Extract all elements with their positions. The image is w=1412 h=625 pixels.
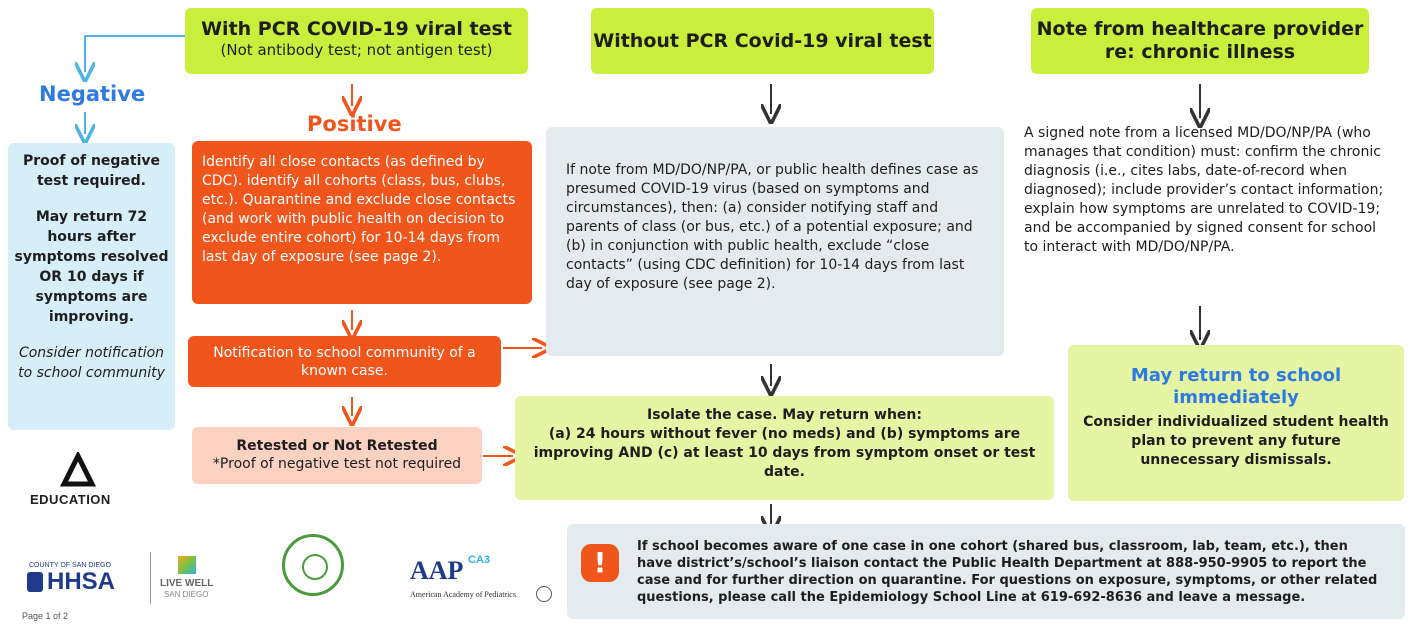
- return-text: Consider individualized student health p…: [1083, 414, 1389, 468]
- note-text: A signed note from a licensed MD/DO/NP/P…: [1024, 125, 1384, 255]
- alert-text: If school becomes aware of one case in o…: [637, 539, 1378, 605]
- aap-text: AAP: [410, 556, 464, 585]
- aap-seal-icon: [536, 586, 552, 602]
- logo-divider: [150, 552, 151, 604]
- negative-proof-text: Proof of negative test required.: [23, 153, 160, 189]
- aap-logo: AAP CA3 American Academy of Pediatrics: [410, 554, 555, 612]
- positive-label: Positive: [307, 112, 402, 136]
- negative-consider-text: Consider notification to school communit…: [18, 345, 165, 381]
- no-pcr-header-title: Without PCR Covid-19 viral test: [593, 30, 932, 52]
- livewell-logo: LIVE WELL SAN DIEGO: [160, 554, 234, 604]
- retest-title: Retested or Not Retested: [236, 438, 438, 454]
- identify-contacts-box: Identify all close contacts (as defined …: [192, 141, 532, 304]
- county-seal-icon: [27, 572, 43, 592]
- aap-name: American Academy of Pediatrics: [410, 590, 516, 599]
- pcr-header-subtitle: (Not antibody test; not antigen test): [220, 41, 493, 59]
- hhsa-logo: COUNTY OF SAN DIEGO HHSA: [25, 562, 135, 598]
- no-pcr-header: Without PCR Covid-19 viral test: [591, 8, 934, 74]
- isolate-conditions: (a) 24 hours without fever (no meds) and…: [533, 426, 1036, 480]
- notification-text: Notification to school community of a kn…: [213, 345, 476, 379]
- pcr-header: With PCR COVID-19 viral test (Not antibo…: [185, 8, 528, 74]
- note-header: Note from healthcare provider re: chroni…: [1031, 8, 1369, 74]
- identify-contacts-text: Identify all close contacts (as defined …: [202, 154, 516, 265]
- no-pcr-text: If note from MD/DO/NP/PA, or public heal…: [566, 162, 979, 292]
- return-box: May return to school immediately Conside…: [1068, 345, 1404, 501]
- hhsa-text: HHSA: [47, 568, 116, 595]
- education-logo-text: EDUCATION: [30, 492, 111, 507]
- note-header-line1: Note from healthcare provider: [1036, 18, 1364, 40]
- note-text-block: A signed note from a licensed MD/DO/NP/P…: [1022, 122, 1394, 302]
- note-header-line2: re: chronic illness: [1104, 41, 1296, 63]
- academy-seal-logo: [282, 534, 344, 596]
- retest-subtext: *Proof of negative test not required: [212, 456, 462, 472]
- page-number: Page 1 of 2: [22, 611, 69, 621]
- negative-return-text: May return 72 hours after symptoms resol…: [14, 209, 169, 325]
- no-pcr-box: If note from MD/DO/NP/PA, or public heal…: [546, 127, 1004, 356]
- pcr-header-title: With PCR COVID-19 viral test: [201, 18, 512, 40]
- notification-box: Notification to school community of a kn…: [188, 336, 501, 387]
- livewell-line1: LIVE WELL: [160, 578, 214, 589]
- livewell-line2: SAN DIEGO: [164, 590, 209, 599]
- education-logo: EDUCATION: [28, 450, 128, 518]
- isolate-title: Isolate the case. May return when:: [647, 407, 922, 423]
- hhsa-county: COUNTY OF SAN DIEGO: [29, 562, 111, 569]
- aap-chapter: CA3: [468, 554, 491, 566]
- retest-box: Retested or Not Retested *Proof of negat…: [192, 427, 482, 484]
- arrow-to-negative: [85, 35, 185, 72]
- negative-box: Proof of negative test required. May ret…: [8, 143, 175, 430]
- exclamation-icon: !: [581, 544, 619, 582]
- triangle-icon: [59, 450, 97, 487]
- return-title: May return to school immediately: [1130, 365, 1342, 408]
- seal-inner-icon: [302, 554, 328, 580]
- alert-box: ! If school becomes aware of one case in…: [567, 524, 1405, 619]
- isolate-box: Isolate the case. May return when: (a) 2…: [515, 396, 1054, 500]
- negative-label: Negative: [39, 82, 146, 106]
- livewell-icon: [178, 556, 196, 574]
